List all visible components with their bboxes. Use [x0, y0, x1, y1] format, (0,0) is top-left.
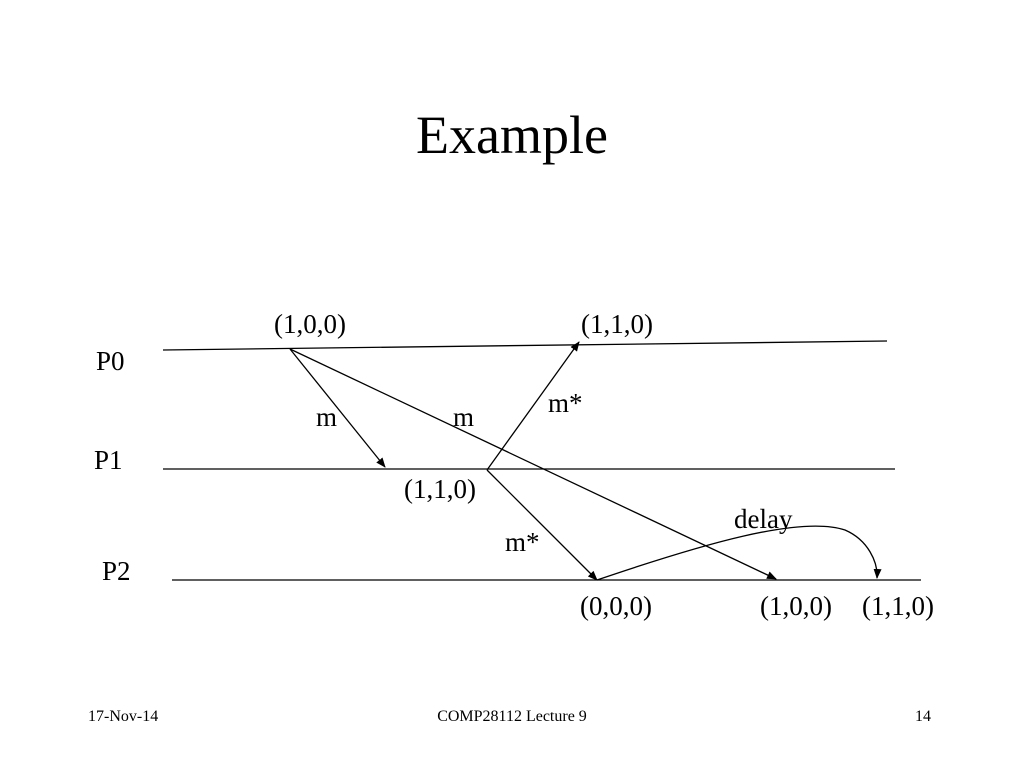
- footer-page-number: 14: [915, 708, 931, 725]
- slide-title: Example: [416, 105, 608, 165]
- timestamp-p2-event-2: (1,0,0): [760, 591, 832, 621]
- timestamp-p0-event-1: (1,0,0): [274, 309, 346, 339]
- timestamp-p2-event-1: (0,0,0): [580, 591, 652, 621]
- process-label-p1: P1: [94, 445, 123, 475]
- message-m-p0-to-p2: [289, 348, 777, 580]
- timestamp-p2-event-3: (1,1,0): [862, 591, 934, 621]
- process-label-p2: P2: [102, 556, 131, 586]
- message-mstar-p1-to-p0: [486, 341, 580, 471]
- delay-label: delay: [734, 504, 793, 534]
- message-label-m-2: m: [453, 402, 475, 432]
- message-label-m-1: m: [316, 402, 338, 432]
- timestamp-p1-event-1: (1,1,0): [404, 474, 476, 504]
- message-m-p0-to-p1: [289, 348, 386, 468]
- delay-curve: [596, 525, 882, 581]
- timeline-p0: [162, 340, 888, 351]
- process-label-p0: P0: [96, 346, 125, 376]
- message-label-mstar-1: m*: [548, 388, 583, 418]
- footer-date: 17-Nov-14: [88, 708, 159, 725]
- timestamp-p0-event-2: (1,1,0): [581, 309, 653, 339]
- footer-course: COMP28112 Lecture 9: [437, 708, 587, 725]
- message-label-mstar-2: m*: [505, 527, 540, 557]
- message-mstar-p1-to-p2: [486, 469, 598, 581]
